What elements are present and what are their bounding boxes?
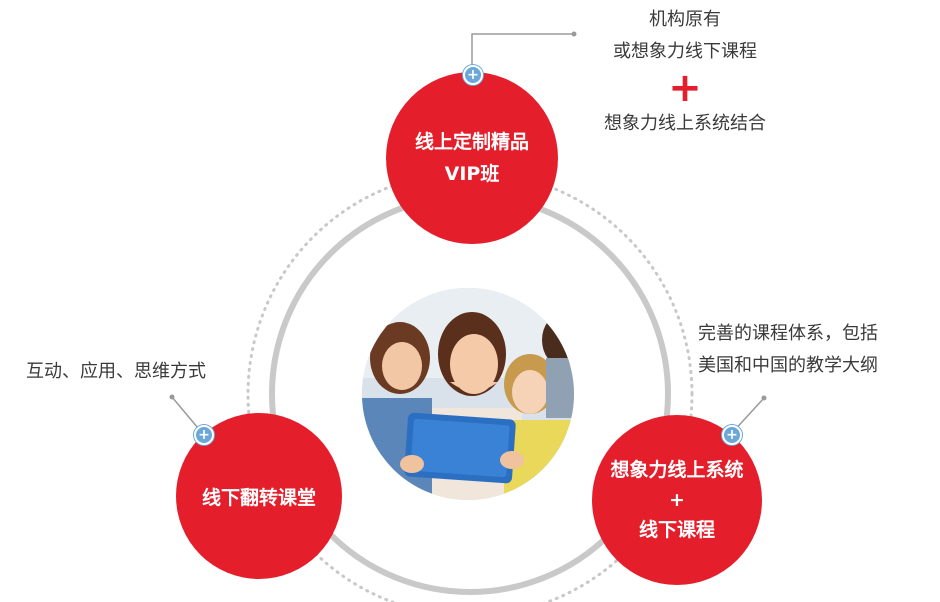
node-online-offline: 想象力线上系统 + 线下课程 [592,415,762,585]
leader-end-right [761,395,767,401]
node-online-offline-plus: + [669,489,685,511]
node-flipped-classroom-label: 线下翻转课堂 [201,486,316,509]
node-online-vip: 线上定制精品 VIP班 [386,72,558,244]
note-left: 互动、应用、思维方式 [26,356,206,388]
node-online-vip-line1: 线上定制精品 [414,131,529,153]
node-online-offline-line2: 线下课程 [638,519,715,541]
note-right-line2: 美国和中国的教学大纲 [698,355,878,376]
node-online-vip-line2: VIP班 [444,163,500,185]
note-right: 完善的课程体系，包括 美国和中国的教学大纲 [698,318,878,382]
center-photo [362,288,574,500]
leader-end-left [169,394,175,400]
plus-circle-icon: + [194,425,214,445]
note-top-plus: + [668,65,702,111]
note-top: 机构原有 或想象力线下课程 + 想象力线上系统结合 [560,4,810,140]
note-right-line1: 完善的课程体系，包括 [698,323,878,344]
note-top-line3: 想象力线上系统结合 [604,113,766,134]
leader-end-top [571,31,577,37]
note-top-line2: 或想象力线下课程 [613,41,757,62]
node-online-offline-line1: 想象力线上系统 [610,459,744,481]
leader-line-top [471,33,574,74]
note-left-line1: 互动、应用、思维方式 [26,361,206,382]
note-top-line1: 机构原有 [649,9,721,30]
plus-circle-icon: + [722,425,742,445]
dotted-ring [246,170,694,602]
plus-circle-icon: + [463,65,483,85]
students-with-tablet-photo-icon [362,288,574,500]
